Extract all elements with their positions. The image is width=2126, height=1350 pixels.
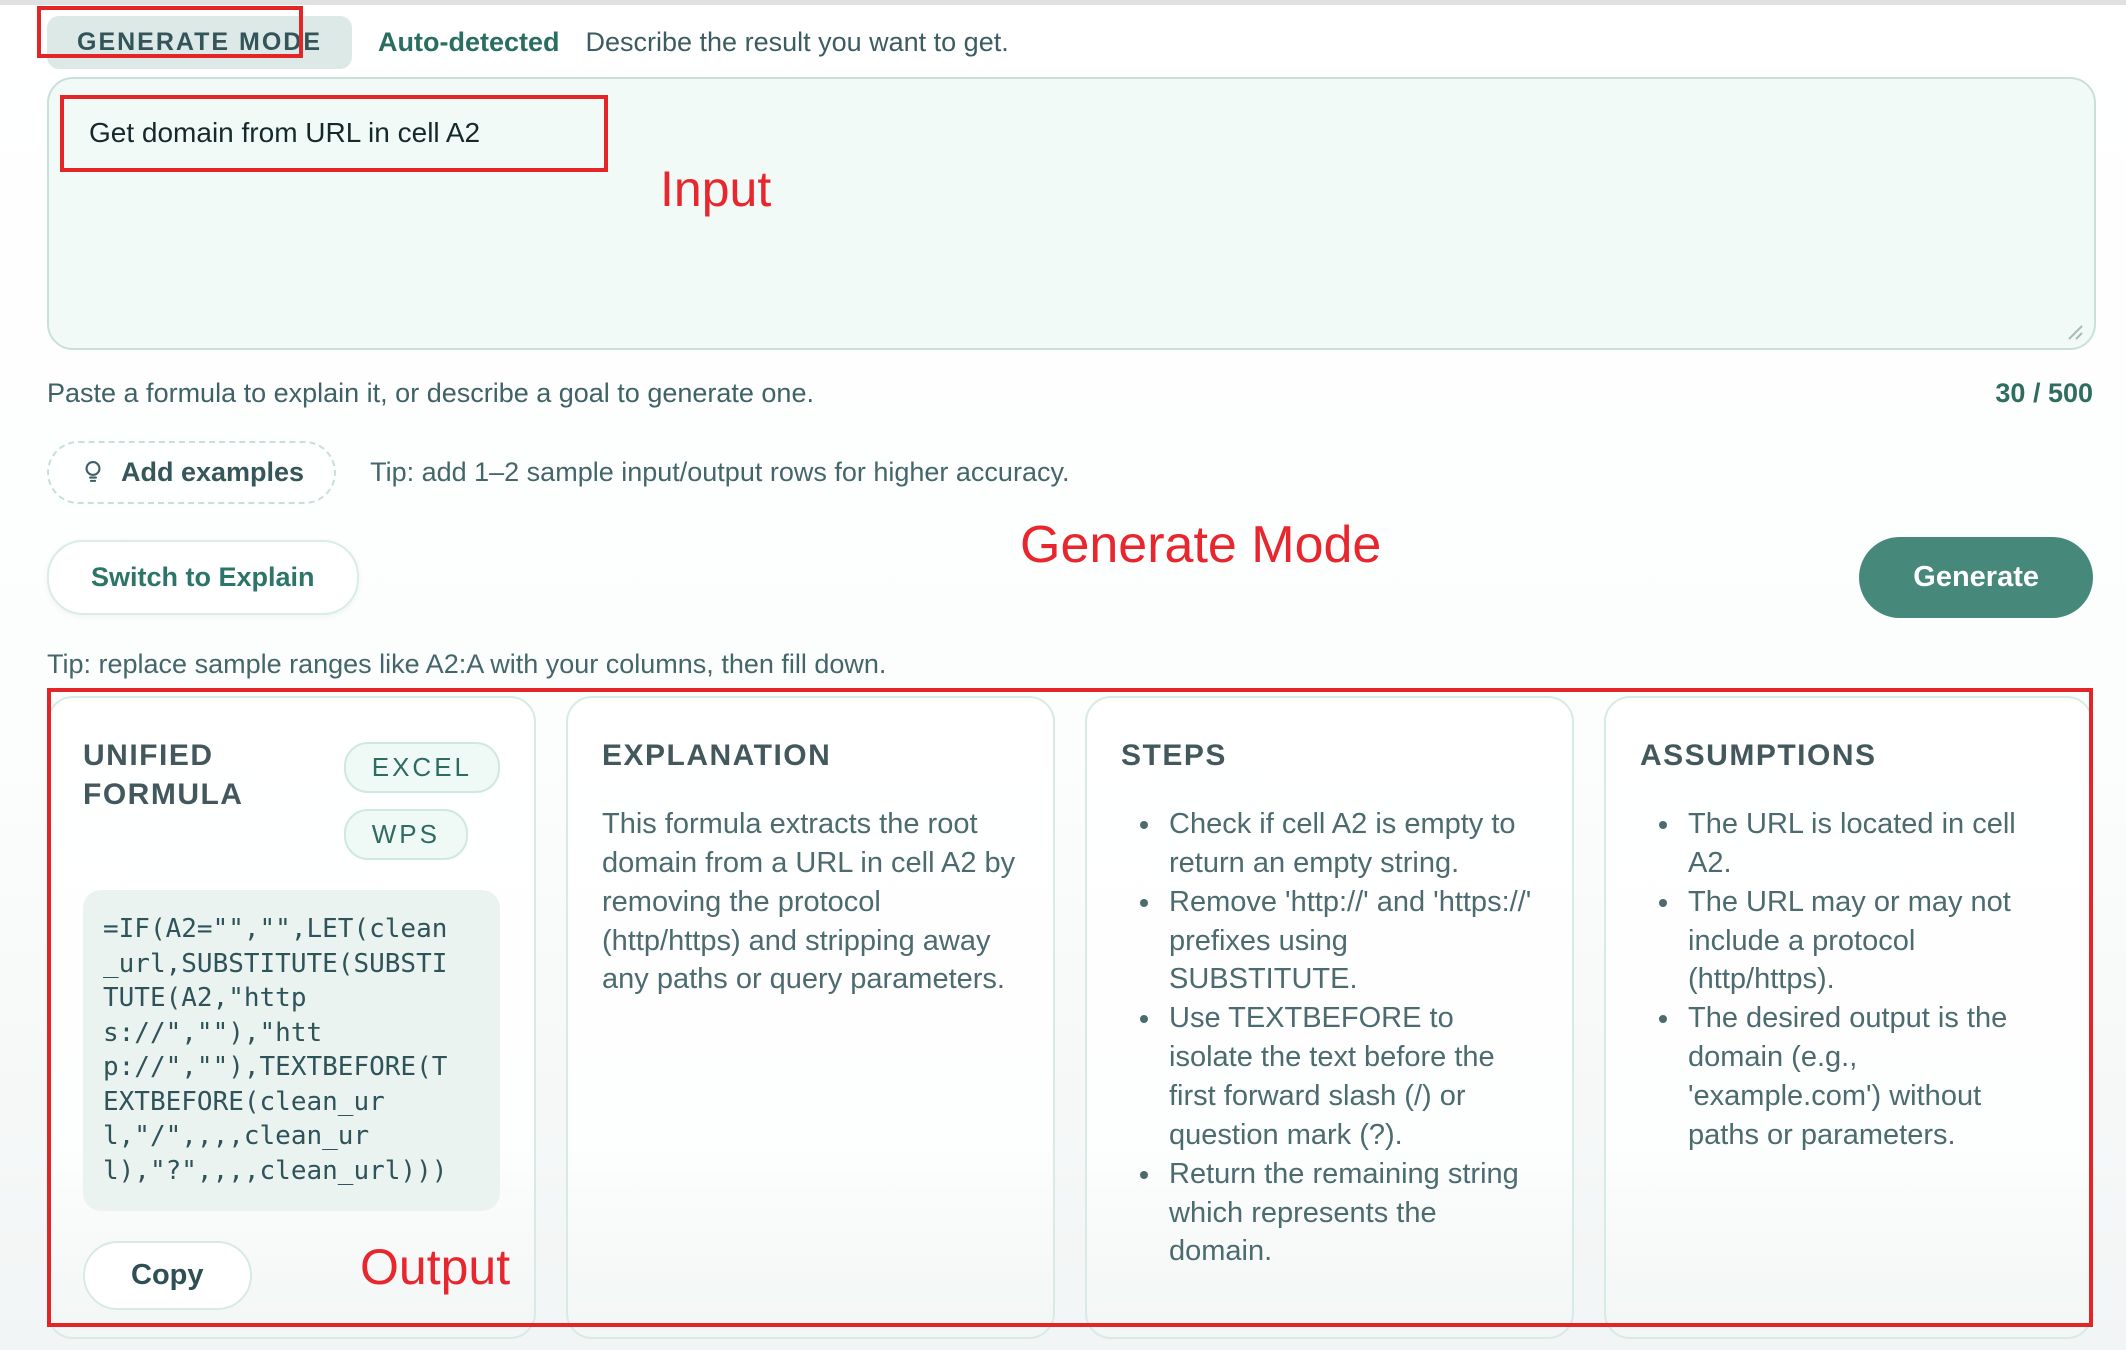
step-item: Remove 'http://' and 'https://' prefixes… — [1163, 883, 1538, 1000]
prompt-helper-text: Paste a formula to explain it, or descri… — [47, 378, 814, 408]
copy-button[interactable]: Copy — [83, 1240, 252, 1310]
steps-title: STEPS — [1121, 739, 1227, 772]
step-item: Return the remaining string which repres… — [1163, 1155, 1538, 1272]
ranges-tip: Tip: replace sample ranges like A2:A wit… — [47, 649, 887, 679]
results-cards: UNIFIED FORMULA EXCEL WPS =IF(A2="","",L… — [47, 696, 2093, 1339]
assumption-item: The URL is located in cell A2. — [1682, 805, 2057, 883]
excel-badge: EXCEL — [343, 742, 500, 793]
char-counter: 30 / 500 — [1995, 378, 2093, 408]
explanation-card: EXPLANATION This formula extracts the ro… — [566, 696, 1055, 1339]
window-top-edge — [0, 0, 2126, 5]
add-examples-button[interactable]: Add examples — [47, 440, 337, 504]
formula-card-title: UNIFIED FORMULA — [83, 739, 244, 811]
actions-row: Switch to Explain Generate — [47, 536, 2093, 618]
step-item: Use TEXTBEFORE to isolate the text befor… — [1163, 999, 1538, 1154]
explanation-body: This formula extracts the root domain fr… — [602, 808, 1016, 996]
add-examples-label: Add examples — [121, 456, 305, 487]
prompt-input[interactable]: Get domain from URL in cell A2 — [47, 77, 2096, 350]
steps-list: Check if cell A2 is empty to return an e… — [1121, 805, 1538, 1271]
unified-formula-card: UNIFIED FORMULA EXCEL WPS =IF(A2="","",L… — [47, 696, 536, 1339]
steps-card: STEPS Check if cell A2 is empty to retur… — [1085, 696, 1574, 1339]
mode-description: Describe the result you want to get. — [585, 26, 1009, 57]
examples-row: Add examples Tip: add 1–2 sample input/o… — [47, 440, 2093, 504]
mode-row: GENERATE MODE Auto-detected Describe the… — [47, 15, 2093, 69]
generate-button[interactable]: Generate — [1859, 536, 2093, 618]
prompt-area-wrapper: Get domain from URL in cell A2 — [47, 77, 2096, 350]
formula-card-header: UNIFIED FORMULA EXCEL WPS — [83, 736, 500, 860]
assumption-item: The URL may or may not include a protoco… — [1682, 883, 2057, 1000]
generate-mode-badge: GENERATE MODE — [47, 15, 352, 69]
switch-to-explain-button[interactable]: Switch to Explain — [47, 539, 359, 615]
assumptions-title: ASSUMPTIONS — [1640, 739, 1877, 772]
assumption-item: The desired output is the domain (e.g., … — [1682, 999, 2057, 1154]
formula-tool-page: GENERATE MODE Auto-detected Describe the… — [0, 15, 2126, 1339]
explanation-title: EXPLANATION — [602, 739, 832, 772]
wps-badge: WPS — [343, 809, 468, 860]
assumptions-card: ASSUMPTIONS The URL is located in cell A… — [1604, 696, 2093, 1339]
step-item: Check if cell A2 is empty to return an e… — [1163, 805, 1538, 883]
lightbulb-icon — [85, 461, 101, 482]
helper-row: Paste a formula to explain it, or descri… — [47, 378, 2093, 409]
resize-handle-icon[interactable] — [2063, 320, 2083, 340]
examples-tip: Tip: add 1–2 sample input/output rows fo… — [370, 456, 1070, 487]
formula-code[interactable]: =IF(A2="","",LET(clean _url,SUBSTITUTE(S… — [83, 890, 500, 1211]
assumptions-list: The URL is located in cell A2. The URL m… — [1640, 805, 2057, 1155]
engine-badges: EXCEL WPS — [343, 736, 500, 860]
auto-detected-status: Auto-detected — [378, 26, 560, 57]
